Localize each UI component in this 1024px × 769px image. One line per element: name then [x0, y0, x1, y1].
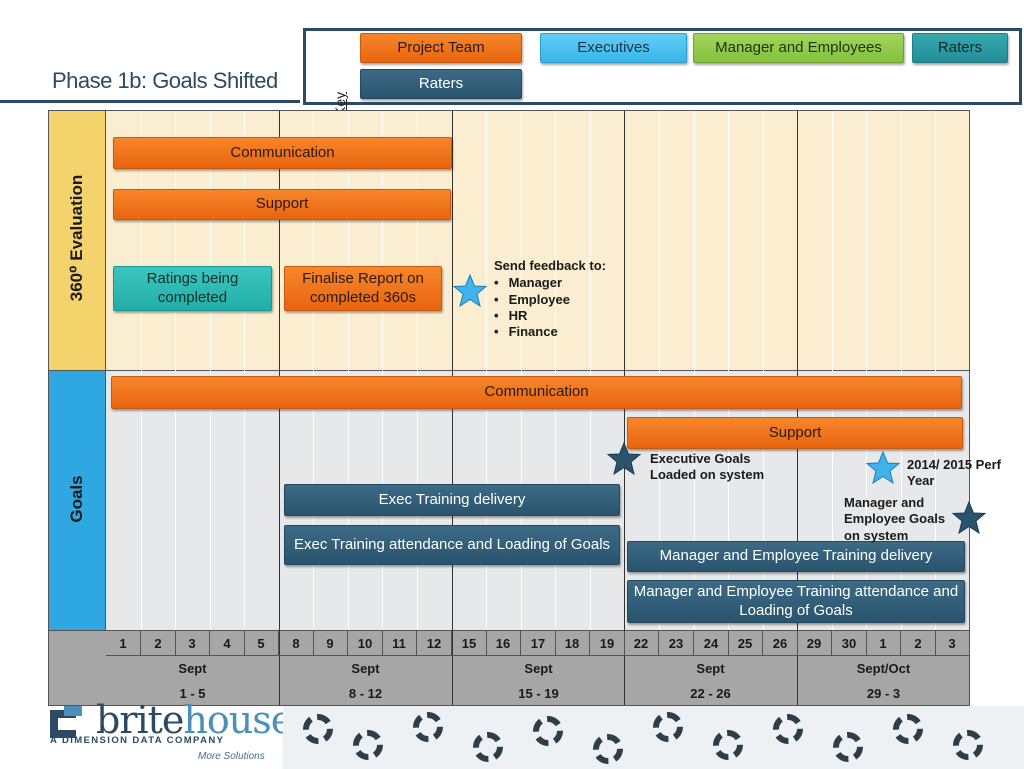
week-range: 29 - 3	[866, 686, 901, 701]
day-cell: 30	[832, 631, 867, 656]
day-cell: 24	[694, 631, 729, 656]
day-cell: 4	[210, 631, 245, 656]
week-label: Sept/Oct 29 - 3	[797, 658, 970, 704]
goals-communication-bar: Communication	[111, 376, 962, 409]
week-range: 8 - 12	[348, 686, 383, 701]
gears-banner-image	[283, 706, 1024, 769]
day-gridline	[210, 110, 211, 630]
day-gridline	[694, 110, 695, 630]
day-cell: 12	[417, 631, 452, 656]
week-month: Sept/Oct	[856, 661, 911, 676]
feedback-item-finance: Finance	[494, 324, 614, 340]
day-cell: 16	[486, 631, 521, 656]
exec-goals-star-icon	[606, 441, 642, 476]
week-label: Sept 22 - 26	[624, 658, 797, 704]
feedback-note: Send feedback to: Manager Employee HR Fi…	[494, 258, 614, 340]
day-gridline	[763, 110, 764, 630]
manager-attendance-bar: Manager and Employee Training attendance…	[627, 580, 965, 623]
legend-raters-teal: Raters	[912, 33, 1008, 63]
finalise-report-bar: Finalise Report on completed 360s	[284, 266, 442, 311]
day-gridline	[901, 110, 902, 630]
day-gridline	[141, 110, 142, 630]
feedback-item-hr: HR	[494, 308, 614, 324]
eval-communication-bar: Communication	[113, 137, 452, 169]
day-cell: 18	[555, 631, 590, 656]
day-cell: 29	[797, 631, 832, 656]
ratings-completed-bar: Ratings being completed	[113, 266, 272, 311]
logo-tagline: More Solutions	[198, 751, 265, 762]
day-gridline	[935, 110, 936, 630]
day-gridline	[486, 110, 487, 630]
perf-year-note: 2014/ 2015 Perf Year	[907, 457, 1001, 489]
day-gridline	[728, 110, 729, 630]
week-range: 22 - 26	[690, 686, 731, 701]
legend-project-team: Project Team	[360, 33, 522, 63]
page-title: Phase 1b: Goals Shifted	[52, 68, 278, 93]
evaluation-band: 360⁰ Evaluation	[48, 110, 106, 370]
day-cell: 10	[348, 631, 383, 656]
day-cell: 19	[590, 631, 625, 656]
logo-subtitle: A DIMENSION DATA COMPANY	[50, 735, 225, 746]
day-gridline	[382, 110, 383, 630]
week-month: Sept	[178, 661, 207, 676]
week-label: Sept 15 - 19	[452, 658, 625, 704]
perf-year-star-icon	[865, 450, 901, 485]
day-cell: 5	[244, 631, 279, 656]
day-gridline	[348, 110, 349, 630]
week-label: Sept 8 - 12	[279, 658, 452, 704]
legend-executives: Executives	[540, 33, 687, 63]
goals-support-bar: Support	[627, 417, 963, 449]
day-cell: 25	[728, 631, 763, 656]
week-label: Sept 1 - 5	[106, 658, 279, 704]
day-gridline	[313, 110, 314, 630]
day-cell: 8	[279, 631, 314, 656]
logo-mark-icon	[50, 706, 82, 738]
day-cell: 2	[901, 631, 936, 656]
manager-goals-star-icon	[951, 500, 987, 535]
day-cell: 26	[763, 631, 798, 656]
goals-band: Goals	[48, 370, 106, 630]
feedback-heading: Send feedback to:	[494, 258, 606, 273]
exec-attendance-bar: Exec Training attendance and Loading of …	[284, 525, 620, 565]
timeline-axis	[48, 630, 970, 706]
exec-training-bar: Exec Training delivery	[284, 484, 620, 516]
day-gridline	[417, 110, 418, 630]
title-underline	[0, 100, 300, 103]
day-gridline	[832, 110, 833, 630]
day-cell: 1	[866, 631, 901, 656]
day-gridline	[521, 110, 522, 630]
day-gridline	[590, 110, 591, 630]
day-cell: 23	[659, 631, 694, 656]
manager-training-bar: Manager and Employee Training delivery	[627, 541, 965, 572]
day-gridline	[244, 110, 245, 630]
day-cell: 1	[106, 631, 141, 656]
chart-frame	[48, 110, 970, 706]
feedback-item-manager: Manager	[494, 275, 614, 291]
week-range: 1 - 5	[179, 686, 206, 701]
day-cell: 2	[141, 631, 176, 656]
legend-raters-navy: Raters	[360, 69, 522, 99]
week-month: Sept	[524, 661, 553, 676]
feedback-item-employee: Employee	[494, 292, 614, 308]
company-logo: britehouse A DIMENSION DATA COMPANY More…	[50, 698, 293, 769]
day-cell: 22	[624, 631, 659, 656]
week-month: Sept	[696, 661, 725, 676]
feedback-star-icon	[452, 273, 488, 308]
day-cell: 11	[382, 631, 417, 656]
exec-goals-note: Executive Goals Loaded on system	[650, 451, 765, 483]
legend-manager-employees: Manager and Employees	[693, 33, 904, 63]
day-gridline	[175, 110, 176, 630]
day-gridline	[555, 110, 556, 630]
week-range: 15 - 19	[518, 686, 559, 701]
day-cell: 9	[313, 631, 348, 656]
day-cell: 15	[452, 631, 487, 656]
day-cell: 3	[175, 631, 210, 656]
day-gridline	[659, 110, 660, 630]
week-month: Sept	[351, 661, 380, 676]
logo-wordmark: britehouse	[96, 698, 293, 742]
day-gridline	[866, 110, 867, 630]
eval-support-bar: Support	[113, 189, 451, 220]
manager-goals-note: Manager and Employee Goals on system	[844, 495, 946, 543]
day-cell: 17	[521, 631, 556, 656]
